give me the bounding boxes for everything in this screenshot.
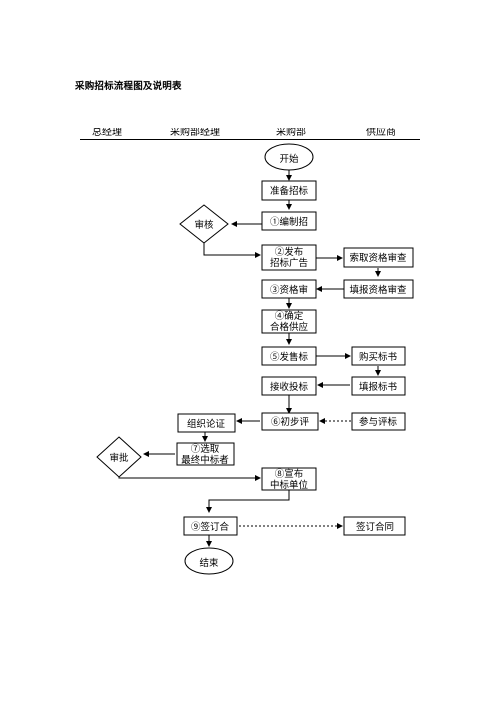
supplier-join-evaluation: 参与评标 [351,412,406,431]
svg-text:③资格审: ③资格审 [270,284,308,296]
svg-text:结束: 结束 [199,557,219,569]
svg-text:⑤发售标: ⑤发售标 [270,351,309,363]
start-terminal: 开始 [264,143,314,171]
svg-text:组织论证: 组织论证 [187,418,226,430]
svg-text:接收投标: 接收投标 [270,381,309,393]
connectors [118,170,381,547]
document-title: 采购招标流程图及说明表 [75,81,182,92]
svg-text:填报资格审查: 填报资格审查 [349,284,407,296]
step-sell-tender-docs: ⑤发售标 [261,346,317,366]
column-header-general-manager: 总经理 [92,128,122,138]
svg-text:开始: 开始 [279,153,299,165]
step-announce-winner: ⑧宣布 中标单位 [261,467,317,491]
svg-text:⑨签订合: ⑨签订合 [191,521,230,533]
step-sign-contract: ⑨签订合 [183,516,238,536]
step-qualification-review: ③资格审 [261,279,317,299]
supplier-fill-bid: 填报标书 [351,376,406,396]
svg-text:④确定: ④确定 [275,310,304,322]
step-preliminary-evaluation: ⑥初步评 [261,412,319,431]
step-determine-qualified-suppliers: ④确定 合格供应 [261,309,317,334]
svg-text:索取资格审查: 索取资格审查 [349,252,407,264]
svg-text:⑥初步评: ⑥初步评 [271,416,310,428]
column-header-procurement-dept: 采购部 [276,128,306,138]
svg-text:最终中标者: 最终中标者 [181,454,229,466]
supplier-request-qualification: 索取资格审查 [343,247,414,268]
supplier-fill-qualification: 填报资格审查 [343,279,414,299]
svg-text:②发布: ②发布 [275,246,304,258]
step-prepare-tender: 准备招标 [261,180,317,201]
svg-text:招标广告: 招标广告 [270,257,308,269]
svg-text:参与评标: 参与评标 [359,416,398,428]
column-header-procurement-manager: 采购部经理 [170,128,220,138]
step-receive-bids: 接收投标 [261,376,317,396]
step-compile-tender: ①编制招 [261,211,317,231]
svg-text:合格供应: 合格供应 [270,321,309,333]
end-terminal: 结束 [184,547,234,575]
svg-text:准备招标: 准备招标 [270,185,309,197]
svg-text:中标单位: 中标单位 [270,479,309,491]
svg-text:签订合同: 签订合同 [356,521,394,533]
svg-text:⑧宣布: ⑧宣布 [275,468,304,480]
column-header-supplier: 供应商 [366,128,396,138]
svg-text:⑦选取: ⑦选取 [191,443,220,455]
svg-text:填报标书: 填报标书 [359,381,398,393]
svg-text:①编制招: ①编制招 [270,216,308,228]
header-divider [80,139,420,140]
supplier-sign-contract: 签订合同 [343,516,406,536]
step-publish-notice: ②发布 招标广告 [261,244,317,271]
step-organize-review: 组织论证 [177,413,236,433]
step-select-final-winner: ⑦选取 最终中标者 [176,442,235,466]
decision-approve: 审批 [96,436,142,478]
svg-text:购买标书: 购买标书 [359,351,398,363]
decision-review: 审核 [179,204,229,244]
supplier-buy-tender-docs: 购买标书 [351,346,406,366]
svg-text:审核: 审核 [194,219,214,231]
svg-text:审批: 审批 [109,452,129,464]
